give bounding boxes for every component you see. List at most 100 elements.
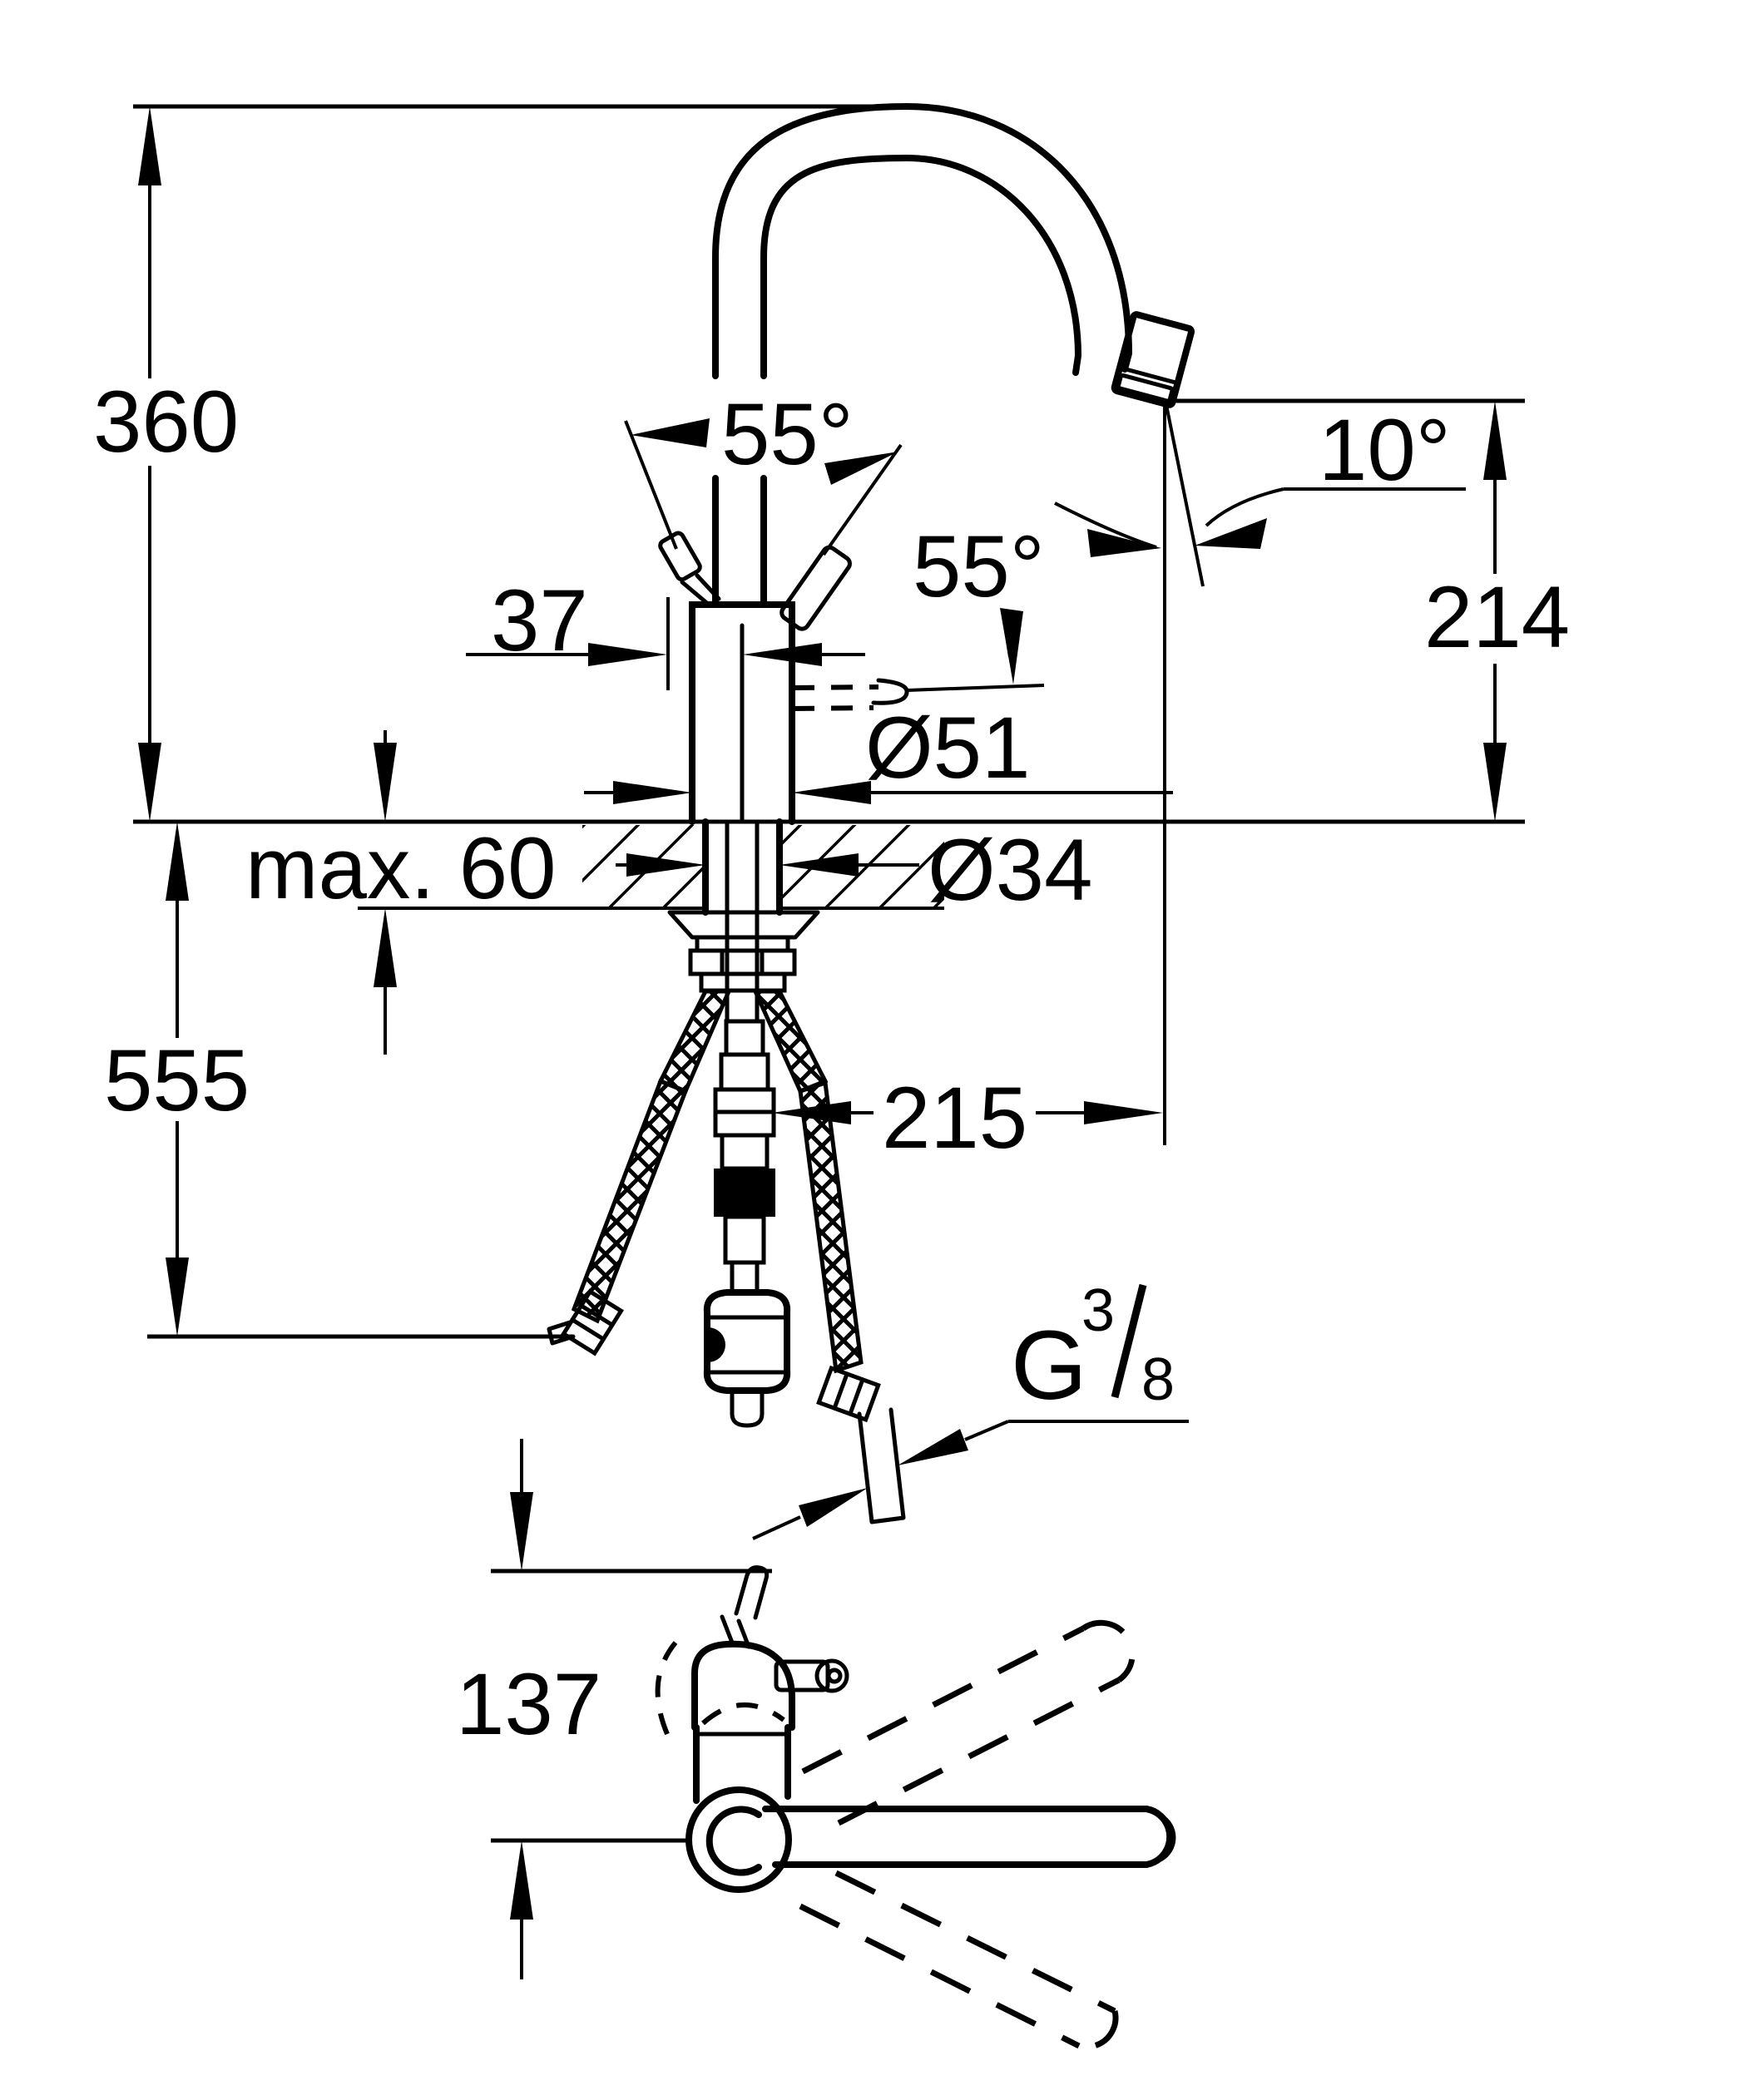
arrow-down-icon: [1000, 608, 1023, 684]
check-valve-tip: [730, 1388, 765, 1428]
mounting-nut: [688, 948, 797, 976]
dim-55-right: 55°: [913, 518, 1045, 684]
arrow-right-up-icon: [799, 1488, 868, 1527]
plan-spout-cap-inner: [1158, 1813, 1176, 1862]
outlet-tilted-line: [1165, 404, 1205, 587]
mounting-plate: [667, 910, 820, 940]
plan-lever-tip: [734, 1565, 770, 1620]
lever-left-shaft: [680, 580, 711, 607]
arrow-right-icon: [1084, 1101, 1163, 1124]
arrow-right-icon: [588, 643, 667, 666]
dim-g38-g: G: [1011, 1311, 1087, 1421]
hose-connector-1: [724, 1019, 765, 1057]
lever-right-position: [779, 545, 852, 631]
arrow-up-icon: [166, 822, 189, 901]
arrow-right-icon: [824, 452, 898, 485]
dim-55-right-label: 55°: [913, 518, 1045, 615]
plan-lever-shaft: [720, 1614, 735, 1645]
thread-tube: [857, 1407, 906, 1524]
dim-g38-numerator: 3: [1081, 1277, 1115, 1344]
spout-inner-line: [760, 154, 1082, 608]
arrow-down-icon: [166, 1258, 189, 1337]
plan-body: [655, 1565, 849, 1893]
plan-spout-solid: [762, 1806, 1176, 1868]
dim-215-label: 215: [882, 1070, 1027, 1167]
arrow-left-icon: [631, 418, 710, 447]
arrow-up-icon: [374, 908, 397, 987]
arrow-left-down-icon: [898, 1429, 968, 1465]
top-view: 137: [456, 1439, 1176, 2050]
plan-spout-cap: [1143, 1806, 1174, 1868]
hose-nut-right: [816, 1365, 881, 1423]
arrow-right-icon: [626, 853, 705, 877]
dim-360-label: 360: [93, 373, 239, 471]
hose-flare-left: [657, 989, 732, 1094]
arrow-down-icon: [138, 743, 161, 822]
faucet-body: [689, 601, 795, 825]
handle-levers: [658, 531, 1045, 711]
arrow-right-icon: [613, 781, 692, 804]
dim-max60-label: max. 60: [245, 820, 557, 917]
lever-middle-dashed: [792, 678, 1045, 711]
dim-137-label: 137: [456, 1656, 601, 1753]
hose-connector-3: [720, 1133, 770, 1171]
spout-outer-line: [712, 102, 1133, 608]
body-outline: [689, 601, 795, 825]
plan-spout-dashed-down: [799, 1870, 1119, 2050]
dim-137: 137: [456, 1439, 772, 1979]
arrow-left-icon: [779, 853, 859, 877]
dim-555: 555: [104, 822, 572, 1339]
plan-lever-sweep-dashed: [655, 1641, 678, 1736]
supply-hose-right: [798, 1080, 864, 1374]
dim-g38-slash: [1111, 1283, 1147, 1399]
underdeck-assembly: [547, 818, 906, 1524]
aerator: [1111, 311, 1195, 408]
dim-10-label: 10°: [1319, 402, 1451, 499]
plan-bend-inner: [705, 1806, 762, 1876]
arrow-down-icon: [1483, 743, 1507, 822]
dim-g38: G 3 8: [752, 1277, 1189, 1540]
lever-left-position: [658, 531, 702, 582]
dim-d51-label: Ø51: [865, 699, 1030, 797]
plan-bend-outer: [685, 1786, 792, 1893]
hose-connector-2: [719, 1052, 770, 1092]
dim-555-label: 555: [104, 1032, 250, 1129]
arrow-left-icon: [743, 643, 822, 666]
angle-arc: [1054, 502, 1157, 549]
arrow-up-icon: [510, 1841, 533, 1920]
dim-d34: Ø34: [616, 822, 1092, 919]
dim-360: 360: [93, 106, 239, 822]
arrow-left-icon: [792, 781, 871, 804]
hose-connector-4: [723, 1214, 766, 1265]
hose-weight: [714, 1169, 775, 1217]
hose-nut-left: [561, 1288, 624, 1356]
spout: [712, 102, 1195, 608]
arrow-down-icon: [510, 1492, 533, 1571]
adapter: [699, 971, 787, 993]
dim-max60: max. 60: [245, 730, 582, 1055]
arrow-down-icon: [374, 743, 397, 822]
plan-dome-dashed: [701, 1702, 785, 1726]
plan-dashed-cap-down: [1078, 2010, 1119, 2050]
arrow-up-icon: [138, 106, 161, 185]
arrow-right-icon: [1087, 529, 1161, 557]
plan-dome: [691, 1640, 795, 1731]
front-view: 360 555 max. 60: [93, 102, 1570, 1540]
check-valve-port: [708, 1327, 725, 1362]
dim-g38-denominator: 8: [1141, 1346, 1175, 1413]
arrow-left-down-icon: [1195, 518, 1267, 549]
dim-37: 37: [466, 572, 865, 690]
arrow-up-icon: [1483, 401, 1507, 480]
plan-dashed-cap-up: [1081, 1619, 1136, 1682]
dim-214: 214: [1167, 398, 1570, 822]
lever-left-shaft2: [695, 573, 721, 601]
dim-10deg: 10°: [1054, 402, 1466, 1145]
dim-d51: Ø51: [584, 699, 1173, 804]
plan-spout-dashed-up: [801, 1619, 1136, 1826]
hose-taper: [730, 1260, 760, 1293]
supply-hose-left: [571, 1078, 689, 1324]
hose-end-left: [547, 1320, 576, 1346]
dim-214-label: 214: [1424, 569, 1570, 666]
